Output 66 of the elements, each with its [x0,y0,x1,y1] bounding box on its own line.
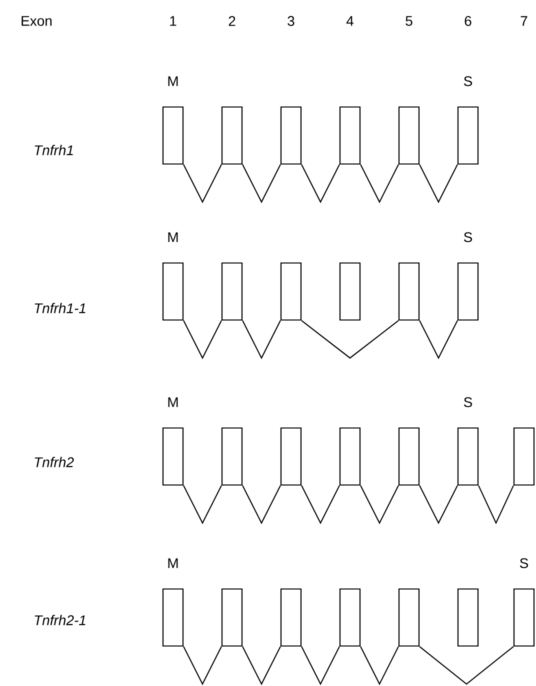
splice-line [242,320,281,360]
codon-label: M [168,558,178,568]
codon-label: M [168,76,178,86]
exon-box [339,427,361,486]
splice-line [360,164,399,204]
exon-box [513,427,535,486]
gene-name: Tnfrh2-1 [34,614,86,626]
exon-box [221,106,243,165]
splice-line [183,485,222,524]
splice-line [419,320,458,360]
codon-label: M [168,397,178,407]
splice-line [419,485,458,524]
exon-number: 7 [520,16,528,26]
exon-number: 1 [170,16,176,26]
exon-box [457,427,479,486]
exon-box [398,588,420,647]
codon-label: S [464,397,472,408]
exon-box [221,427,243,486]
splice-line [478,485,514,524]
exon-box [513,588,535,647]
splice-line [183,646,222,686]
exon-box [280,262,302,321]
splice-line [242,485,281,524]
splice-line [360,485,399,524]
exon-box [280,427,302,486]
exon-box [339,262,361,321]
exon-box [162,262,184,321]
exon-number: 3 [288,16,294,26]
exon-box [398,262,420,321]
codon-label: S [520,558,528,568]
exon-number: 6 [464,16,472,26]
splice-line [419,646,514,685]
exon-number: 5 [406,16,412,26]
gene-name: Tnfrh1 [34,144,73,156]
exon-box [398,427,420,486]
exon-box [457,106,479,165]
exon-box [280,588,302,647]
splice-line [360,646,399,686]
exon-number: 2 [228,16,236,26]
gene-name: Tnfrh1-1 [34,302,86,314]
exon-box [457,262,479,321]
codon-label: S [464,232,472,242]
splice-line [183,320,222,360]
exon-box [339,106,361,165]
column-heading: Exon [22,16,52,26]
exon-box [398,106,420,165]
exon-box [339,588,361,647]
codon-label: M [168,232,178,242]
splice-line [301,485,340,524]
exon-box [221,262,243,321]
codon-label: S [464,76,472,86]
exon-box [221,588,243,647]
splice-line [301,164,340,204]
splice-line [419,164,458,204]
exon-number: 4 [346,16,354,26]
exon-box [162,427,184,486]
exon-box [280,106,302,165]
exon-box [162,588,184,647]
exon-box [457,588,479,647]
splice-line [242,164,281,204]
splice-line [242,646,281,686]
splice-line [301,320,399,359]
gene-name: Tnfrh2 [34,456,74,468]
exon-box [162,106,184,165]
splice-line [301,646,340,686]
splice-line [183,164,222,204]
